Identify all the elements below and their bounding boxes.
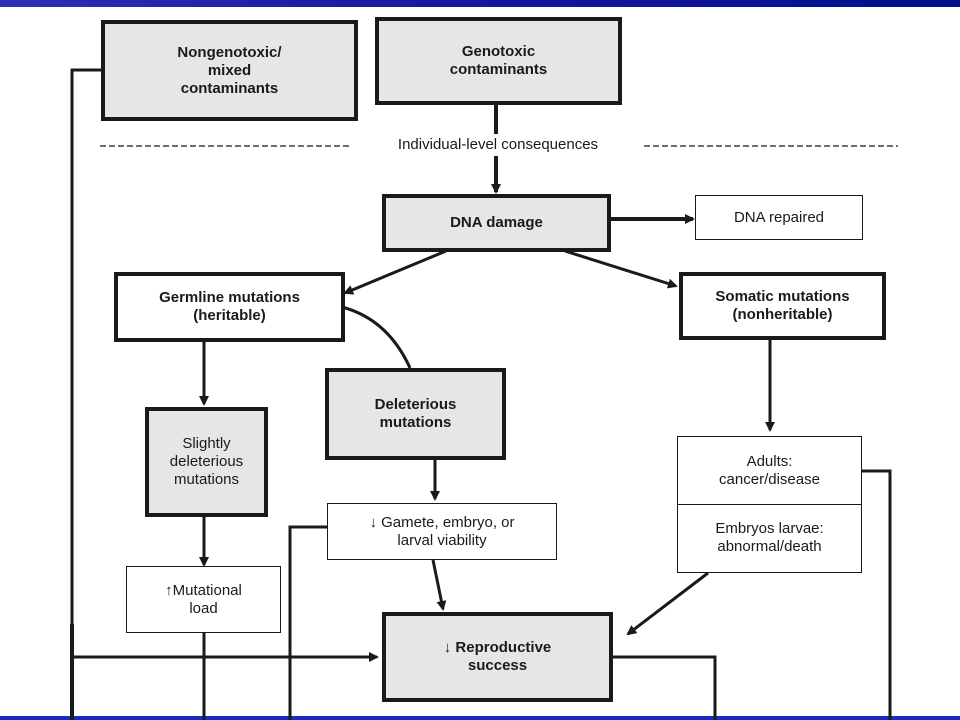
line-adults-down: [861, 469, 892, 720]
adults-cell: Adults: cancer/disease: [678, 437, 861, 505]
dna-damage-box: DNA damage: [382, 194, 611, 252]
line-nongenotoxic-side: [70, 68, 105, 720]
curve-germline-deleterious: [341, 305, 412, 369]
germline-label: Germline mutations (heritable): [159, 289, 300, 324]
dna-damage-label: DNA damage: [450, 214, 543, 231]
adults-label: Adults: cancer/disease: [719, 452, 820, 488]
arrow-dna-damage-somatic: [564, 249, 678, 289]
dna-repaired-label: DNA repaired: [733, 208, 825, 226]
dna-repaired-box: DNA repaired: [695, 195, 863, 240]
gamete-viability-label: ↓ Gamete, embryo, or larval viability: [369, 513, 515, 549]
deleterious-box: Deleterious mutations: [325, 368, 506, 460]
adults-embryos-box: Adults: cancer/disease Embryos larvae: a…: [677, 436, 862, 573]
somatic-box: Somatic mutations (nonheritable): [679, 272, 886, 340]
line-reproductive-down: [613, 655, 717, 720]
mutational-load-box: ↑Mutational load: [126, 566, 281, 633]
arrow-dna-damage-germline: [343, 249, 447, 295]
nongenotoxic-box: Nongenotoxic/ mixed contaminants: [101, 20, 358, 121]
arrow-embryos-reproductive: [626, 571, 709, 636]
deleterious-label: Deleterious mutations: [374, 396, 457, 431]
slightly-deleterious-label: Slightly deleterious mutations: [169, 435, 244, 488]
genotoxic-label: Genotoxic contaminants: [449, 43, 548, 78]
embryos-label: Embryos larvae: abnormal/death: [715, 520, 824, 555]
mutational-load-label: ↑Mutational load: [165, 581, 242, 617]
arrow-gamete-reproductive: [431, 559, 447, 611]
reproductive-success-label: ↓ Reproductive success: [443, 639, 552, 674]
gamete-viability-box: ↓ Gamete, embryo, or larval viability: [327, 503, 557, 560]
germline-box: Germline mutations (heritable): [114, 272, 345, 342]
slightly-deleterious-box: Slightly deleterious mutations: [145, 407, 268, 517]
top-border-band: [0, 0, 960, 7]
somatic-label: Somatic mutations (nonheritable): [715, 288, 850, 323]
bottom-border-band: [0, 716, 960, 720]
nongenotoxic-label: Nongenotoxic/ mixed contaminants: [177, 43, 282, 97]
section-label: Individual-level consequences: [362, 134, 634, 156]
embryos-cell: Embryos larvae: abnormal/death: [678, 505, 861, 571]
genotoxic-box: Genotoxic contaminants: [375, 17, 622, 105]
reproductive-success-box: ↓ Reproductive success: [382, 612, 613, 702]
line-gamete-down: [288, 525, 327, 720]
